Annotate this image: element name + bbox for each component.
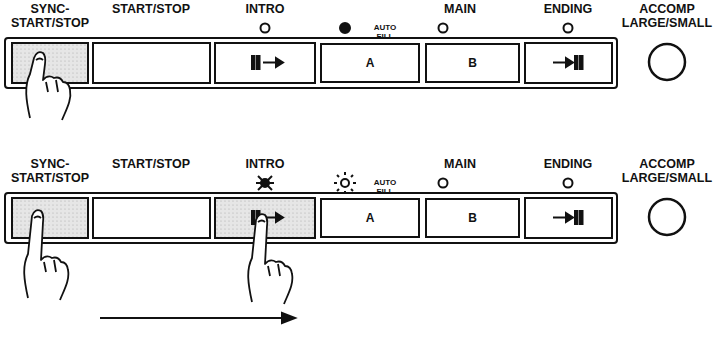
panel-label: SYNC- START/STOP xyxy=(11,2,89,30)
indicator-label: AUTO FILL xyxy=(374,23,397,41)
panel-label: START/STOP xyxy=(112,157,190,171)
panel-button: B xyxy=(425,198,520,238)
panel-label: INTRO xyxy=(246,2,285,16)
button-label: B xyxy=(468,56,477,70)
button-label: A xyxy=(366,211,375,225)
panel-label: ACCOMP LARGE/SMALL xyxy=(622,157,712,185)
panel-label: ACCOMP LARGE/SMALL xyxy=(622,2,712,30)
panel-label: ENDING xyxy=(544,157,593,171)
button-label: B xyxy=(468,211,477,225)
panel-label: INTRO xyxy=(246,157,285,171)
panel-label: SYNC- START/STOP xyxy=(11,157,89,185)
button-label: A xyxy=(366,56,375,70)
indicator-label: AUTO FILL xyxy=(374,178,397,196)
panel-label: START/STOP xyxy=(112,2,190,16)
panel-button: B xyxy=(425,43,520,83)
panel-button: A xyxy=(320,43,420,83)
panel-label: MAIN xyxy=(444,2,476,16)
panel-label: ENDING xyxy=(544,2,593,16)
panel-button: A xyxy=(320,198,420,238)
panel-label: MAIN xyxy=(444,157,476,171)
